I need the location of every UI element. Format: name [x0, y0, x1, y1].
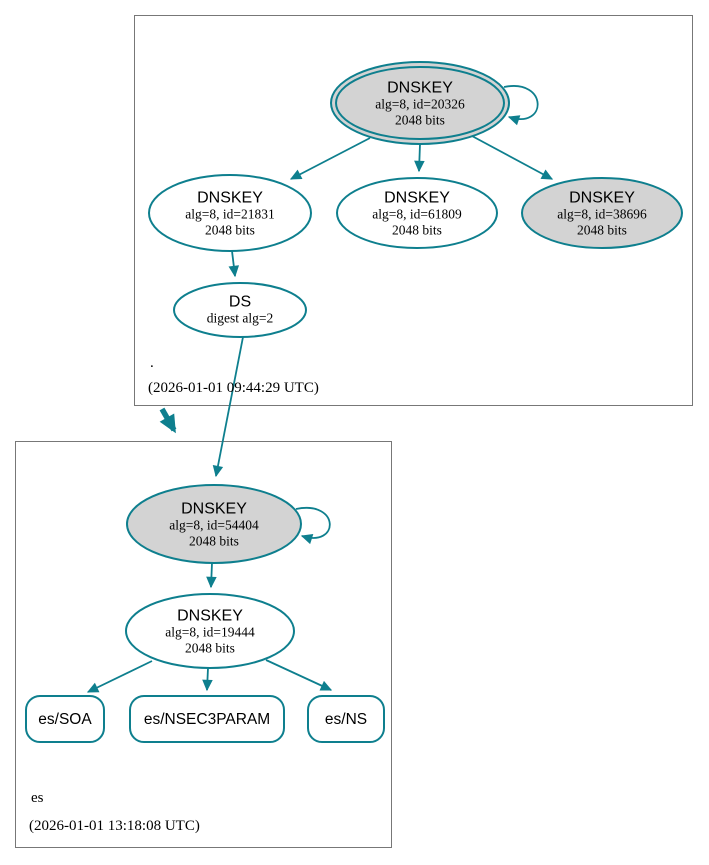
node-rrset-ns: [307, 695, 385, 743]
edge-zsk21831-to-ds: [228, 250, 240, 278]
edge-ksk20326-to-zsk21831: [289, 137, 371, 180]
node-dnskey-19444: [125, 593, 295, 669]
node-dnskey-20326-outer: [330, 61, 510, 145]
self-loop-dnskey-54404: [295, 506, 331, 545]
node-dnskey-21831: [148, 174, 312, 252]
zone-timestamp-root: (2026-01-01 09:44:29 UTC): [148, 380, 319, 396]
edge-ksk20326-to-key38696: [471, 135, 554, 180]
zone-box-root: [134, 15, 693, 406]
node-dnskey-20326-inner: [335, 66, 505, 140]
edge-ksk20326-to-zsk61809: [414, 143, 425, 173]
node-rrset-nsec3param: [129, 695, 285, 743]
edge-zsk19444-to-nsec3param: [202, 667, 213, 692]
edge-zone-delegation-root-to-es: [159, 407, 177, 434]
zone-name-root: .: [150, 355, 154, 371]
edge-ds-to-ksk54404: [212, 336, 244, 478]
zone-box-es: [15, 441, 392, 848]
node-ds: [173, 282, 307, 338]
node-rrset-soa: [25, 695, 105, 743]
node-dnskey-61809: [336, 177, 498, 249]
node-dnskey-54404: [126, 484, 302, 564]
self-loop-dnskey-20326: [503, 85, 539, 126]
zone-timestamp-es: (2026-01-01 13:18:08 UTC): [29, 818, 200, 834]
edge-zsk19444-to-ns: [265, 659, 333, 691]
edge-zsk19444-to-soa: [86, 660, 153, 693]
edge-ksk54404-to-zsk19444: [206, 562, 217, 589]
node-dnskey-38696: [521, 177, 683, 249]
zone-name-es: es: [31, 790, 44, 806]
